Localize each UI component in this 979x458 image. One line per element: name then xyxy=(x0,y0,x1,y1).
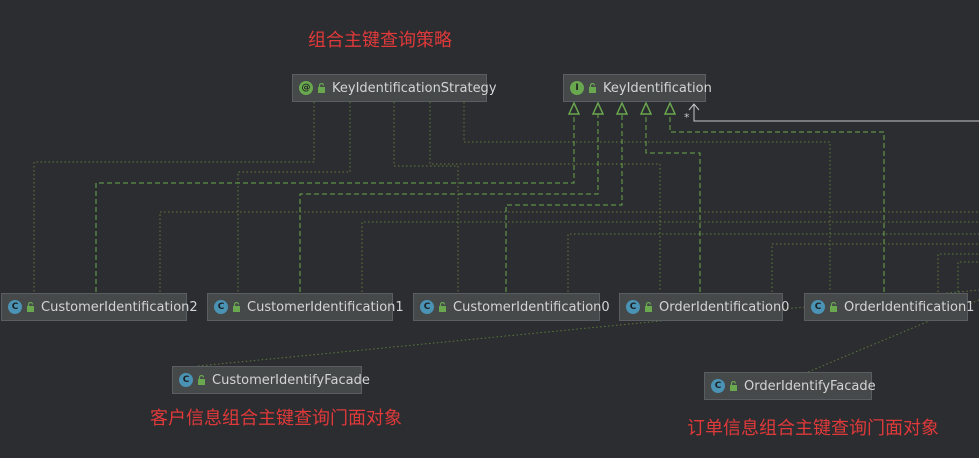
dep-facade-4 xyxy=(771,243,979,292)
class-icon: C xyxy=(420,300,434,314)
class-icon: C xyxy=(179,373,193,387)
lock-icon xyxy=(198,375,205,385)
lock-icon xyxy=(830,302,837,312)
diagram-title: 组合主键查询策略 xyxy=(308,30,452,51)
lock-icon xyxy=(233,302,240,312)
arrowhead-1 xyxy=(567,101,581,115)
dep-facade-2 xyxy=(361,221,979,292)
dep-facade-6 xyxy=(957,261,979,292)
node-label: CustomerIdentification1 xyxy=(247,299,404,315)
node-key-identification-strategy[interactable]: @ KeyIdentificationStrategy xyxy=(292,74,497,102)
lock-icon xyxy=(589,83,596,93)
arrowhead-2 xyxy=(591,101,605,115)
impl-cust2 xyxy=(95,114,575,292)
lock-icon xyxy=(27,302,34,312)
impl-cust0 xyxy=(505,114,623,292)
node-customer-identification-2[interactable]: C CustomerIdentification2 xyxy=(1,293,198,321)
dep-facade-1 xyxy=(159,211,979,292)
arrowhead-4 xyxy=(639,101,653,115)
lock-icon xyxy=(439,302,446,312)
dep-strategy-order0 xyxy=(429,102,661,292)
class-icon: C xyxy=(711,379,725,393)
node-label: KeyIdentificationStrategy xyxy=(332,80,497,96)
impl-cust1 xyxy=(299,114,599,292)
arrowhead-3 xyxy=(615,101,629,115)
dep-strategy-order1 xyxy=(463,102,831,292)
association-arrow xyxy=(688,103,700,111)
node-label: OrderIdentification1 xyxy=(844,299,975,315)
arrowhead-5 xyxy=(663,101,677,115)
association-line xyxy=(693,104,979,122)
dep-strategy-cust0 xyxy=(393,102,459,292)
lock-icon xyxy=(730,381,737,391)
dep-orderfacade xyxy=(807,299,979,373)
node-customer-identification-0[interactable]: C CustomerIdentification0 xyxy=(413,293,610,321)
class-icon: C xyxy=(8,300,22,314)
node-label: KeyIdentification xyxy=(603,80,712,96)
dep-facade-5 xyxy=(937,253,979,292)
node-order-identify-facade[interactable]: C OrderIdentifyFacade xyxy=(704,372,876,400)
node-label: CustomerIdentification0 xyxy=(453,299,610,315)
customer-facade-caption: 客户信息组合主键查询门面对象 xyxy=(150,408,402,429)
dep-custfacade xyxy=(197,289,979,367)
association-multiplicity: * xyxy=(684,111,690,124)
node-key-identification[interactable]: I KeyIdentification xyxy=(563,74,712,102)
node-label: CustomerIdentification2 xyxy=(41,299,198,315)
class-icon: C xyxy=(626,300,640,314)
class-icon: C xyxy=(811,300,825,314)
node-order-identification-1[interactable]: C OrderIdentification1 xyxy=(804,293,974,321)
order-facade-caption: 订单信息组合主键查询门面对象 xyxy=(687,418,939,439)
node-label: OrderIdentifyFacade xyxy=(744,378,876,394)
lock-icon xyxy=(645,302,652,312)
node-customer-identify-facade[interactable]: C CustomerIdentifyFacade xyxy=(172,366,370,394)
lock-icon xyxy=(318,83,325,93)
annotation-icon: @ xyxy=(299,81,313,95)
impl-order0 xyxy=(645,114,701,292)
impl-order1 xyxy=(669,114,885,292)
node-label: CustomerIdentifyFacade xyxy=(212,372,370,388)
node-label: OrderIdentification0 xyxy=(659,299,790,315)
class-icon: C xyxy=(214,300,228,314)
dep-facade-3 xyxy=(567,233,979,292)
dep-strategy-cust1 xyxy=(237,102,351,292)
interface-icon: I xyxy=(570,81,584,95)
node-order-identification-0[interactable]: C OrderIdentification0 xyxy=(619,293,789,321)
dep-strategy-cust2 xyxy=(33,102,315,292)
node-customer-identification-1[interactable]: C CustomerIdentification1 xyxy=(207,293,404,321)
